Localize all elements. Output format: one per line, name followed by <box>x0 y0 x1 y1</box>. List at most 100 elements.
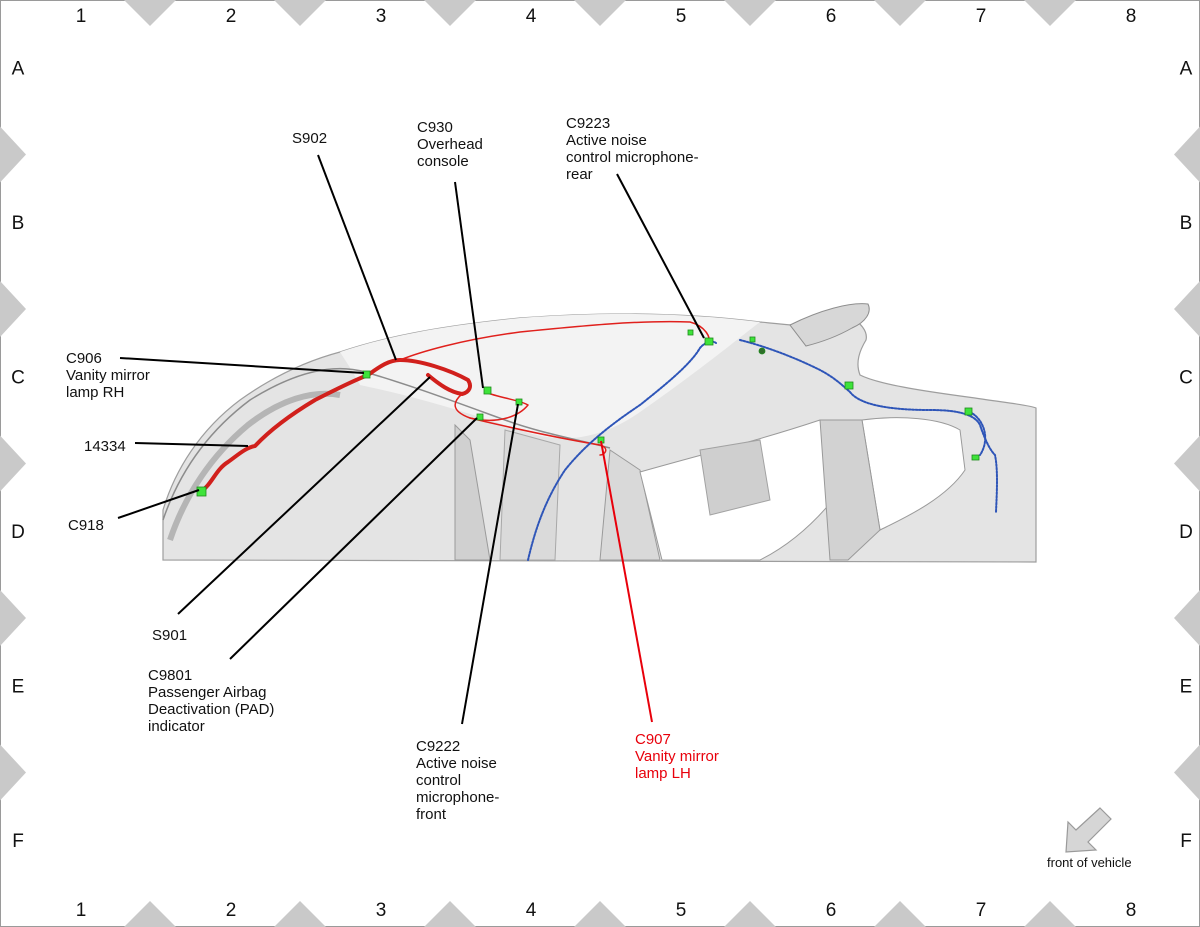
connector-c930 <box>483 386 492 395</box>
zone-marker-right <box>1174 590 1200 646</box>
leader-14334 <box>134 442 249 447</box>
zone-marker-left <box>0 126 26 183</box>
callout-c906: C906 Vanity mirror lamp RH <box>66 350 154 401</box>
connector-rear-3 <box>971 454 980 461</box>
zone-marker-bottom <box>724 901 776 927</box>
grid-row-label-left: B <box>12 213 25 234</box>
grid-row-label-left: A <box>12 58 25 79</box>
red-harness-console <box>454 391 529 422</box>
grid-row-label-right: C <box>1179 367 1193 388</box>
callout-c930: C930 Overhead console <box>417 119 487 170</box>
leader-c9801 <box>229 417 478 660</box>
leader-s901 <box>177 376 431 615</box>
grid-column-label-bottom: 8 <box>1126 900 1137 921</box>
grid-row-label-right: A <box>1180 58 1193 79</box>
zone-marker-left <box>0 435 26 492</box>
arrow-down-left-icon <box>1065 807 1112 853</box>
zone-marker-left <box>0 590 26 646</box>
connector-c918 <box>196 486 207 497</box>
connector-c9222 <box>515 398 523 406</box>
leader-c930 <box>454 181 484 389</box>
grid-column-label-top: 2 <box>226 6 237 27</box>
leader-c907 <box>600 440 653 723</box>
callout-s901: S901 <box>152 627 187 644</box>
callout-c9801: C9801 Passenger Airbag Deactivation (PAD… <box>148 667 279 735</box>
blue-harness-left <box>527 340 717 561</box>
zone-marker-right <box>1174 126 1200 183</box>
connector-roof <box>687 329 694 336</box>
grid-column-label-bottom: 1 <box>76 900 87 921</box>
grid-row-label-left: C <box>11 367 25 388</box>
door-frame <box>499 429 561 561</box>
red-harness-branch-lh <box>469 417 607 456</box>
connector-c9801 <box>476 413 484 421</box>
grid-row-label-left: F <box>12 831 24 852</box>
grid-column-label-top: 8 <box>1126 6 1137 27</box>
blue-harness-branch <box>969 411 987 456</box>
zone-marker-top <box>1024 0 1076 26</box>
grid-row-label-right: D <box>1179 522 1193 543</box>
ground-point <box>758 347 766 355</box>
connector-c906 <box>362 370 371 379</box>
connector-c9223 <box>704 337 714 346</box>
b-pillar <box>599 449 661 561</box>
callout-c9222: C9222 Active noise control microphone- f… <box>416 738 504 823</box>
zone-marker-right <box>1174 281 1200 337</box>
zone-marker-top <box>874 0 926 26</box>
leader-c9222 <box>461 403 519 725</box>
leader-s902 <box>317 154 397 361</box>
leader-c9223 <box>616 173 705 339</box>
roof-highlight <box>340 313 760 439</box>
zone-marker-bottom <box>874 901 926 927</box>
grid-row-label-right: E <box>1180 676 1193 697</box>
leader-c918 <box>117 489 200 519</box>
zone-marker-bottom <box>574 901 626 927</box>
grid-column-label-bottom: 4 <box>526 900 537 921</box>
zone-marker-bottom <box>124 901 176 927</box>
zone-marker-top <box>574 0 626 26</box>
zone-marker-top <box>124 0 176 26</box>
grid-column-label-bottom: 3 <box>376 900 387 921</box>
connector-roof-rear <box>749 336 756 343</box>
grid-column-label-top: 7 <box>976 6 987 27</box>
grid-row-label-left: D <box>11 522 25 543</box>
front-of-vehicle-label: front of vehicle <box>1047 855 1132 870</box>
connector-rear-1 <box>844 381 854 390</box>
blue-harness <box>527 339 998 561</box>
grid-column-label-top: 5 <box>676 6 687 27</box>
grid-column-label-bottom: 2 <box>226 900 237 921</box>
rear-spoiler <box>789 303 870 347</box>
callout-14334: 14334 <box>84 438 126 455</box>
red-harness-roof <box>399 320 710 361</box>
grid-column-label-top: 6 <box>826 6 837 27</box>
callout-labels: S902 C930 Overhead console C9223 Active … <box>66 115 723 823</box>
callout-c918: C918 <box>68 517 104 534</box>
zone-marker-right <box>1174 435 1200 492</box>
grid-row-label-left: E <box>12 676 25 697</box>
callout-s902: S902 <box>292 130 327 147</box>
c-pillar <box>819 419 881 561</box>
zone-marker-left <box>0 744 26 801</box>
zone-marker-top <box>424 0 476 26</box>
zone-marker-bottom <box>274 901 326 927</box>
grid-column-label-top: 3 <box>376 6 387 27</box>
zone-marker-bottom <box>424 901 476 927</box>
connector-rear-2 <box>964 407 973 416</box>
grid-column-label-bottom: 6 <box>826 900 837 921</box>
zone-marker-right <box>1174 744 1200 801</box>
front-of-vehicle-indicator: front of vehicle <box>1047 807 1132 870</box>
zone-marker-left <box>0 281 26 337</box>
callout-c9223: C9223 Active noise control microphone- r… <box>566 115 703 183</box>
grid-row-label-right: F <box>1180 831 1192 852</box>
zone-marker-top <box>724 0 776 26</box>
interior-panel <box>699 439 771 516</box>
grid-column-label-top: 1 <box>76 6 87 27</box>
a-pillar-front <box>167 390 341 541</box>
blue-harness-right <box>739 339 998 513</box>
grid-row-label-right: B <box>1180 213 1193 234</box>
callout-c907: C907 Vanity mirror lamp LH <box>635 731 723 782</box>
zone-marker-top <box>274 0 326 26</box>
